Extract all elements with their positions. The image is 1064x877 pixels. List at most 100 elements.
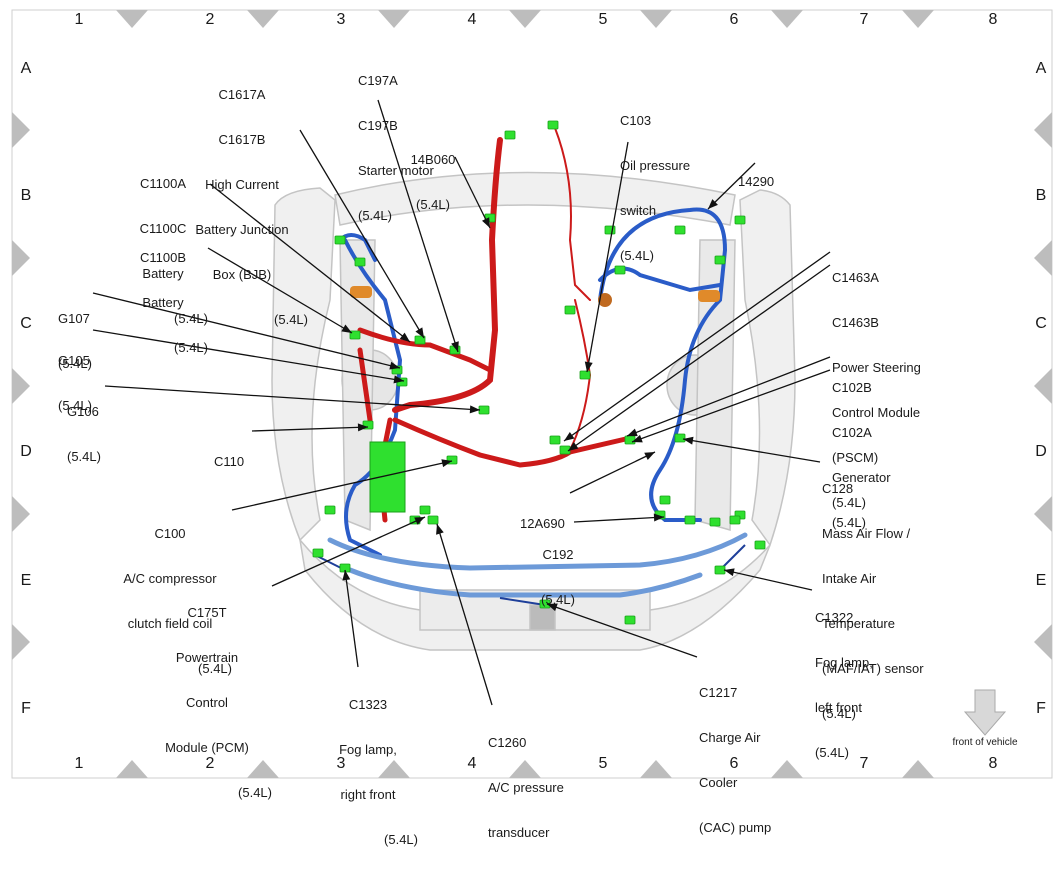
callout-leader — [454, 156, 491, 229]
connector-block — [729, 515, 741, 525]
fitting-center — [598, 293, 612, 307]
connector-block — [709, 517, 721, 527]
leader-line — [207, 247, 353, 334]
callout-c110: C110 — [214, 424, 264, 499]
callout-c1617-line: (5.4L) — [274, 312, 308, 327]
lightblue-harness — [327, 532, 748, 598]
callout-c100-line: A/C compressor — [123, 571, 217, 586]
grid-col-top-5: 5 — [598, 11, 608, 28]
leader-arrowhead — [564, 431, 575, 441]
leader-arrowhead — [399, 332, 410, 342]
callout-c1323-line: Fog lamp, — [339, 742, 397, 757]
callout-c197-line: C197A — [358, 73, 398, 88]
callout-g106: G106 (5.4L) — [67, 374, 127, 494]
callout-c103-line: C103 — [620, 113, 652, 128]
callout-leader — [546, 603, 698, 658]
callout-leader — [631, 369, 831, 443]
leader-line — [573, 516, 665, 523]
grid-col-bottom-7: 7 — [859, 755, 869, 772]
leader-arrowhead — [441, 459, 452, 468]
grid-col-bottom-2: 2 — [205, 755, 215, 772]
leader-arrowhead — [708, 199, 718, 209]
callout-g106-line: G106 — [67, 404, 99, 419]
border-triangle-bottom — [116, 760, 148, 778]
callout-leader — [231, 459, 453, 511]
callout-c1617-line: C1617A — [218, 87, 266, 102]
callout-g105: G105 (5.4L) — [58, 323, 118, 443]
callout-c1463-line: (PSCM) — [832, 450, 879, 465]
connector-block — [659, 495, 671, 505]
ac-compressor-block — [369, 441, 406, 513]
callout-c192: C192 (5.4L) — [528, 517, 588, 637]
connector-block — [354, 257, 366, 267]
fender-right-outline — [739, 189, 796, 547]
red-harness-left — [357, 347, 373, 423]
border-triangle-left — [12, 368, 30, 404]
callout-c1463: C1463A C1463B Power Steering Control Mod… — [832, 240, 952, 540]
engine-bay-drawing — [11, 9, 1053, 779]
callout-c100: C100 A/C compressor clutch field coil (5… — [90, 496, 250, 706]
connector-block — [419, 505, 431, 515]
grid-row-right-A: A — [1035, 60, 1047, 77]
lightblue-harness-front-low — [347, 567, 703, 598]
connector-block — [714, 565, 726, 575]
callout-leader — [92, 292, 401, 370]
callout-c1617-line: C1617B — [218, 132, 266, 147]
callout-leader — [271, 516, 426, 587]
connector-block — [674, 433, 686, 443]
border-triangle-top — [378, 10, 410, 28]
leader-arrowhead — [357, 423, 368, 432]
border-triangle-right — [1034, 624, 1052, 660]
callout-c1100ac-line: Battery — [142, 266, 184, 281]
leader-line — [563, 251, 831, 442]
callout-leader — [92, 329, 405, 384]
callout-c1322-line: C1322 — [815, 610, 854, 625]
border-triangle-bottom — [378, 760, 410, 778]
grid-row-right-D: D — [1035, 443, 1047, 460]
grid-col-bottom-4: 4 — [467, 755, 477, 772]
grid-col-bottom-1: 1 — [74, 755, 84, 772]
callout-c128-line: Intake Air — [822, 571, 877, 586]
callout-c1617-line: Box (BJB) — [212, 267, 272, 282]
leader-line — [271, 516, 426, 587]
connector-block — [754, 540, 766, 550]
callout-c175t-line: C175T — [187, 605, 227, 620]
leader-line — [454, 156, 491, 229]
callout-12a690: 12A690 — [520, 486, 580, 561]
border-triangle-left — [12, 624, 30, 660]
callout-c103-line: switch — [620, 203, 657, 218]
fitting-right — [698, 290, 720, 302]
leader-arrowhead — [393, 375, 404, 384]
leader-line — [567, 264, 831, 452]
leader-line — [586, 141, 629, 373]
callout-leader — [207, 247, 353, 334]
connector-block — [614, 265, 626, 275]
connector-block — [579, 370, 591, 380]
leader-arrowhead — [342, 570, 351, 581]
callout-c1323-line: right front — [340, 787, 396, 802]
grid-row-left-F: F — [21, 700, 31, 717]
callout-c128-line: Temperature — [822, 616, 895, 631]
callout-c1100b-line: C1100B — [139, 250, 186, 265]
callout-c103-line: Oil pressure — [620, 158, 691, 173]
leader-arrowhead — [389, 361, 400, 370]
callout-c102-line: Generator — [832, 470, 891, 485]
connector-block — [684, 515, 696, 525]
callout-c1323-line: C1323 — [348, 697, 388, 712]
grid-col-bottom-5: 5 — [598, 755, 608, 772]
grid-row-left-D: D — [20, 443, 32, 460]
callout-c102-line: C102B — [832, 380, 872, 395]
callout-c1463-line: Control Module — [832, 405, 921, 420]
callout-c102-line: (5.4L) — [832, 515, 866, 530]
callout-leader — [569, 451, 656, 494]
grid-row-right-C: C — [1035, 315, 1047, 332]
callout-c197: C197A C197B Starter motor (5.4L) — [358, 43, 468, 253]
connector-block — [504, 130, 516, 140]
grid-col-top-4: 4 — [467, 11, 477, 28]
callout-c1260-line: transducer — [488, 825, 550, 840]
callout-g107-line: G107 — [58, 311, 90, 326]
callout-c1463-line: (5.4L) — [832, 495, 866, 510]
callout-c1260: C1260 A/C pressure transducer — [488, 705, 598, 870]
callout-c1322-line: Fog lamp, — [815, 655, 873, 670]
leader-arrowhead — [414, 517, 425, 525]
